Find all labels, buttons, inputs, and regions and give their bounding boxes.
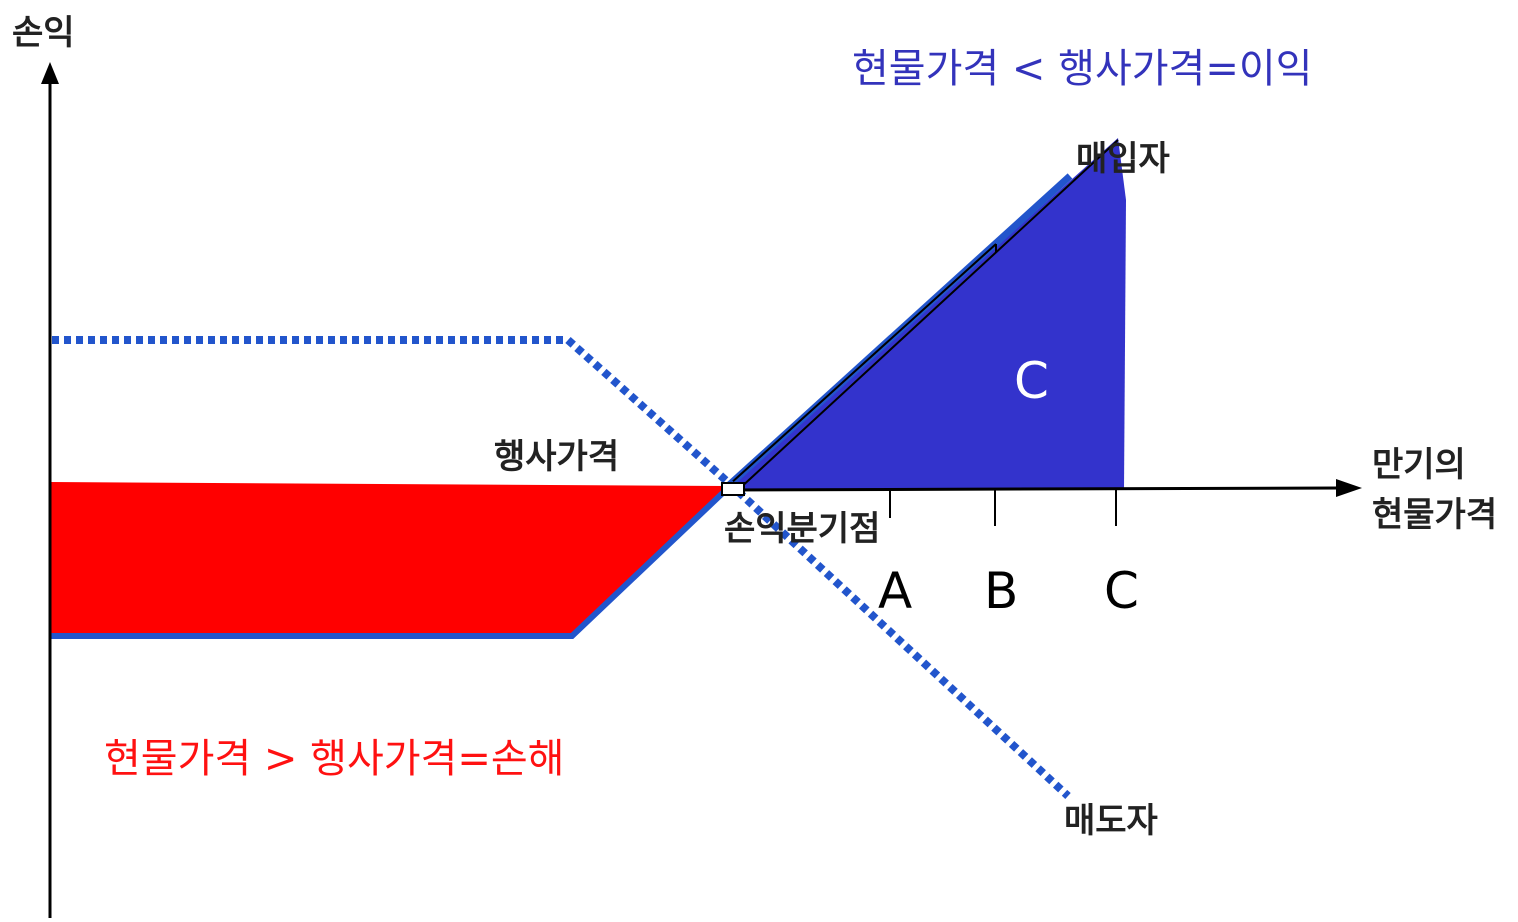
buyer-label: 매입자 <box>1076 139 1170 179</box>
breakeven-marker <box>721 482 745 496</box>
tick-label-b: B <box>984 562 1018 620</box>
x-axis-arrowhead <box>1336 479 1362 497</box>
loss-condition-label: 현물가격 > 행사가격=손해 <box>104 736 564 782</box>
loss-region <box>50 482 726 636</box>
profit-condition-label: 현물가격 < 행사가격=이익 <box>852 46 1312 92</box>
inner-step-line <box>729 243 997 485</box>
x-axis <box>723 486 1341 492</box>
seller-label: 매도자 <box>1064 801 1158 841</box>
y-axis-arrowhead <box>41 62 59 84</box>
tick-label-a: A <box>878 562 912 620</box>
seller-payoff-line <box>52 336 1071 799</box>
buyer-payoff-lower-line <box>50 485 731 639</box>
y-axis-label: 손익 <box>12 13 75 53</box>
inner-hypotenuse-line <box>737 139 1119 491</box>
x-axis-label-line1: 만기의 <box>1372 445 1466 485</box>
tick-label-c: C <box>1104 562 1139 620</box>
x-axis-label-line2: 현물가격 <box>1372 495 1497 535</box>
breakeven-label: 손익분기점 <box>724 509 880 549</box>
strike-price-label: 행사가격 <box>494 437 619 477</box>
region-c-label: C <box>1014 352 1049 410</box>
